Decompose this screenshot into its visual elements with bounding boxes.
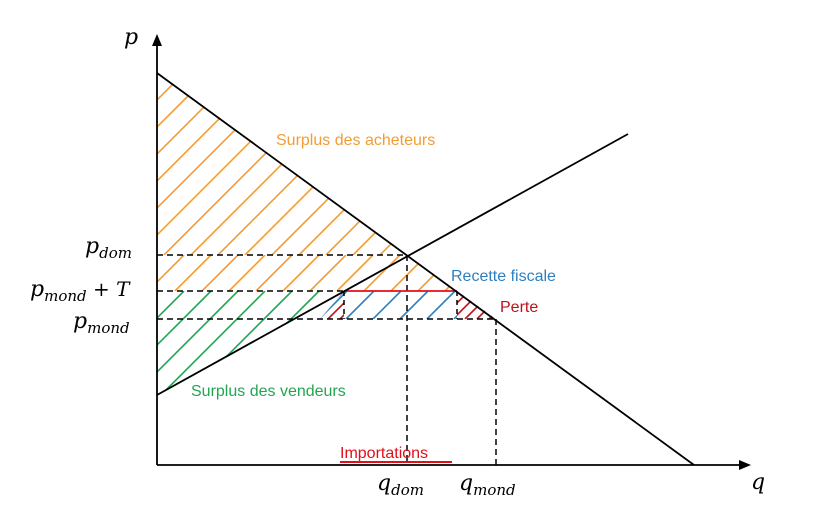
p-mond-label: pmond (73, 309, 130, 337)
hatch-line (201, 255, 239, 291)
buyer-surplus-label: Surplus des acheteurs (276, 132, 435, 149)
y-axis-label: p (124, 25, 138, 50)
loss-label: Perte (500, 299, 538, 316)
seller-surplus-label: Surplus des vendeurs (191, 383, 346, 400)
p-mond-t-label: pmond + T (30, 277, 131, 305)
hatch-line (399, 291, 429, 319)
hatch-line (157, 73, 320, 255)
hatch-line (241, 291, 344, 395)
hatch-line (379, 73, 407, 255)
hatch-line (163, 73, 347, 255)
hatch-line (406, 73, 407, 255)
demand-curve (156, 72, 695, 466)
hatch-line (160, 291, 266, 395)
hatch-line (217, 73, 401, 255)
hatch-line (157, 73, 266, 255)
hatch-line (157, 73, 239, 255)
hatch-line (157, 291, 239, 395)
hatch-line (255, 255, 293, 291)
hatch-line (271, 73, 407, 255)
hatch-line (390, 255, 428, 291)
hatch-line (372, 291, 402, 319)
hatch-line (187, 291, 293, 395)
hatch-line (228, 255, 266, 291)
hatch-line (325, 73, 407, 255)
hatch-line (345, 291, 375, 319)
x-axis-arrow (739, 460, 751, 470)
p-dom-label: pdom (85, 234, 132, 262)
buyer-surplus-hatching (157, 73, 407, 255)
y-axis-arrow (152, 34, 162, 46)
hatch-line (457, 291, 470, 319)
hatch-line (327, 291, 344, 319)
x-axis-label: q (751, 470, 765, 495)
buyer-surplus-hatching-lower (157, 255, 457, 291)
hatch-line (157, 73, 293, 255)
hatch-line (309, 255, 347, 291)
q-dom-label: qdom (377, 471, 424, 499)
hatch-line (298, 73, 407, 255)
hatch-line (157, 291, 212, 395)
seller-surplus-hatching (157, 291, 344, 395)
hatch-line (157, 255, 185, 291)
hatch-line (157, 73, 212, 255)
hatch-line (352, 73, 407, 255)
hatch-line (282, 255, 320, 291)
hatch-line (157, 73, 158, 255)
hatch-line (426, 291, 456, 319)
imports-label: Importations (340, 445, 428, 462)
tax-revenue-label: Recette fiscale (451, 268, 556, 285)
hatch-line (363, 255, 401, 291)
hatch-line (157, 291, 158, 395)
hatch-line (157, 291, 185, 395)
supply-curve (156, 133, 629, 396)
hatch-line (214, 291, 320, 395)
hatch-line (457, 291, 458, 319)
hatch-line (174, 255, 212, 291)
hatch-line (336, 255, 374, 291)
hatch-line (244, 73, 407, 255)
q-mond-label: qmond (459, 471, 516, 499)
